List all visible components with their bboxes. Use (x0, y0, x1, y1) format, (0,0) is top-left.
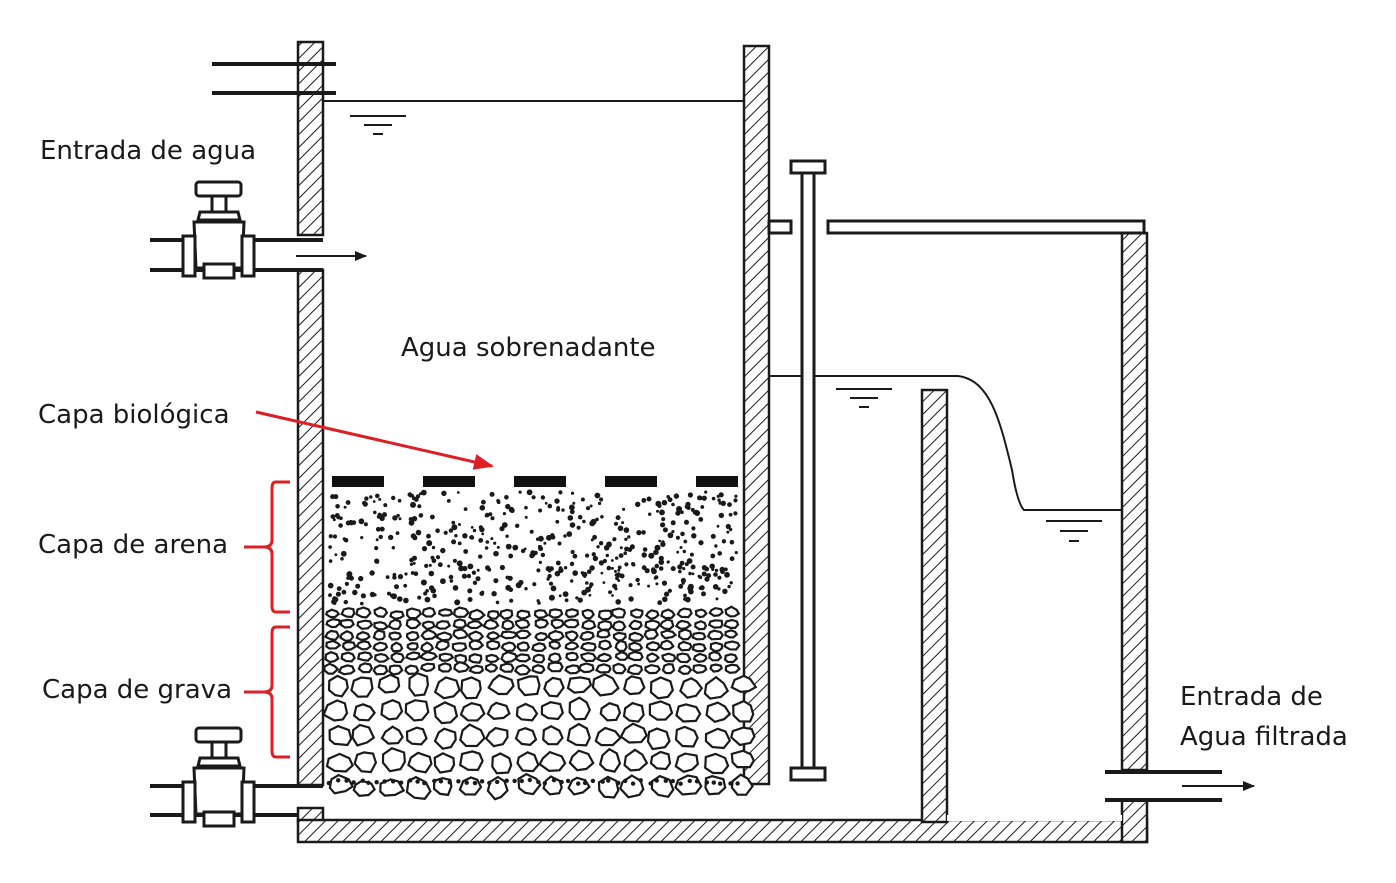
gauge-top-plate (767, 219, 793, 235)
underdrain-grains (326, 777, 740, 786)
sand-layer-label: Capa de arena (38, 530, 228, 560)
outlet-label-line2: Agua filtrada (1180, 722, 1348, 752)
weir-overflow-curve (957, 375, 1122, 511)
drain-valve[interactable] (181, 726, 256, 828)
tank-floor (296, 818, 1149, 844)
chamber-right-wall (1120, 231, 1149, 844)
water-inlet-label: Entrada de agua (40, 136, 256, 166)
gauge-rod (800, 171, 816, 771)
water-levels (323, 100, 1122, 542)
overflow-pipe (212, 62, 336, 95)
tank-left-wall (296, 40, 325, 787)
tank-right-wall (742, 44, 771, 786)
outlet-chamber (767, 219, 1149, 844)
gravel-layer-label: Capa de grava (42, 675, 232, 705)
bio-layer-label: Capa biológica (38, 400, 230, 430)
outlet-pipe (1105, 770, 1255, 802)
supernatant-label: Agua sobrenadante (401, 333, 656, 363)
filter-tank (296, 40, 1149, 844)
sand-layer-bracket (244, 480, 290, 614)
annotations (244, 410, 494, 759)
inlet-valve[interactable] (181, 180, 256, 280)
level-gauge (789, 159, 827, 782)
water-level-symbol-1 (350, 115, 406, 135)
biological-layer (332, 476, 738, 487)
chamber-floor-inner (947, 815, 1122, 821)
sand-layer-grains (327, 489, 738, 606)
outlet-label-line1: Entrada de (1180, 682, 1323, 712)
bio-layer-pointer-arrow (255, 410, 494, 470)
gauge-cap-bottom (789, 766, 827, 782)
chamber-top-plate (826, 219, 1146, 235)
gravel-layer-bracket (244, 625, 290, 759)
gauge-cap-top (789, 159, 827, 175)
fine-gravel-stones (323, 605, 741, 676)
weir-wall (920, 388, 949, 824)
coarse-gravel-stones (322, 671, 758, 801)
water-level-symbol-2 (836, 388, 892, 408)
water-level-symbol-3 (1046, 520, 1102, 542)
